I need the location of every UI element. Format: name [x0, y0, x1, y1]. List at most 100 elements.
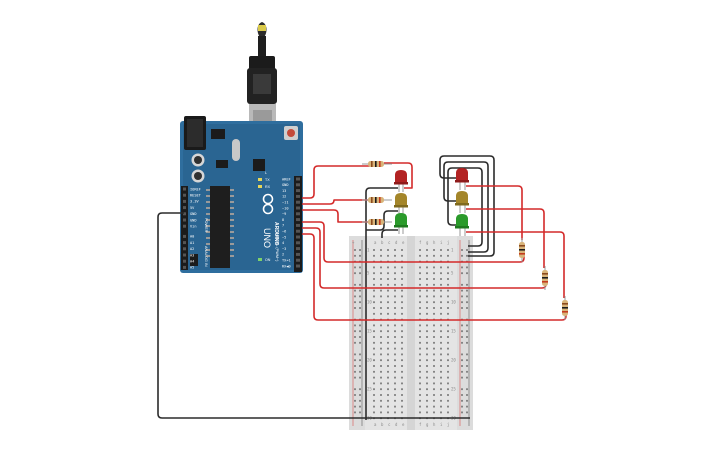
breadboard-hole[interactable]: [419, 359, 421, 362]
rail-hole[interactable]: [359, 283, 361, 286]
breadboard-hole[interactable]: [394, 295, 396, 298]
header-pin[interactable]: [183, 253, 186, 257]
rail-hole[interactable]: [354, 370, 356, 373]
header-pin[interactable]: [296, 252, 300, 256]
breadboard-hole[interactable]: [419, 254, 421, 257]
rail-hole[interactable]: [466, 370, 468, 373]
breadboard-hole[interactable]: [394, 307, 396, 309]
breadboard-hole[interactable]: [373, 312, 375, 315]
breadboard-hole[interactable]: [440, 376, 442, 379]
rail-hole[interactable]: [466, 359, 468, 362]
rail-hole[interactable]: [354, 249, 356, 251]
rail-hole[interactable]: [466, 272, 468, 275]
breadboard-hole[interactable]: [440, 365, 442, 367]
breadboard-hole[interactable]: [419, 382, 421, 385]
breadboard-hole[interactable]: [373, 295, 375, 298]
breadboard-hole[interactable]: [380, 266, 382, 269]
breadboard-hole[interactable]: [447, 272, 449, 275]
breadboard-hole[interactable]: [394, 249, 396, 251]
breadboard-hole[interactable]: [440, 336, 442, 338]
rail-hole[interactable]: [354, 365, 356, 367]
rail-hole[interactable]: [461, 254, 463, 257]
breadboard-hole[interactable]: [433, 249, 435, 251]
breadboard-hole[interactable]: [387, 341, 389, 344]
rail-hole[interactable]: [359, 365, 361, 367]
breadboard-hole[interactable]: [401, 272, 403, 275]
rail-hole[interactable]: [359, 376, 361, 379]
rail-hole[interactable]: [359, 388, 361, 391]
breadboard-hole[interactable]: [433, 405, 435, 408]
breadboard-hole[interactable]: [440, 405, 442, 408]
breadboard-hole[interactable]: [401, 289, 403, 292]
breadboard-hole[interactable]: [440, 394, 442, 396]
breadboard-hole[interactable]: [440, 312, 442, 315]
header-pin[interactable]: [183, 187, 186, 191]
breadboard-hole[interactable]: [426, 376, 428, 379]
breadboard-hole[interactable]: [447, 278, 449, 280]
breadboard-hole[interactable]: [387, 365, 389, 367]
breadboard-hole[interactable]: [440, 278, 442, 280]
breadboard-hole[interactable]: [401, 388, 403, 391]
breadboard-hole[interactable]: [426, 394, 428, 396]
breadboard-hole[interactable]: [401, 341, 403, 344]
rail-hole[interactable]: [461, 336, 463, 338]
rail-hole[interactable]: [461, 394, 463, 396]
breadboard-hole[interactable]: [426, 399, 428, 402]
breadboard-hole[interactable]: [380, 330, 382, 333]
rail-hole[interactable]: [461, 272, 463, 275]
breadboard-hole[interactable]: [394, 399, 396, 402]
header-pin[interactable]: [296, 200, 300, 204]
rail-hole[interactable]: [359, 249, 361, 251]
breadboard-hole[interactable]: [373, 301, 375, 304]
breadboard-hole[interactable]: [419, 283, 421, 286]
breadboard-hole[interactable]: [426, 405, 428, 408]
breadboard-hole[interactable]: [440, 399, 442, 402]
breadboard-hole[interactable]: [433, 254, 435, 257]
rail-hole[interactable]: [461, 289, 463, 292]
breadboard-hole[interactable]: [447, 266, 449, 269]
breadboard-hole[interactable]: [394, 341, 396, 344]
breadboard-hole[interactable]: [387, 312, 389, 315]
rail-hole[interactable]: [461, 249, 463, 251]
breadboard-hole[interactable]: [440, 341, 442, 344]
rail-hole[interactable]: [359, 266, 361, 269]
breadboard-hole[interactable]: [373, 399, 375, 402]
breadboard-hole[interactable]: [380, 394, 382, 396]
rail-hole[interactable]: [354, 394, 356, 396]
breadboard-hole[interactable]: [380, 278, 382, 280]
breadboard-hole[interactable]: [419, 266, 421, 269]
breadboard-hole[interactable]: [426, 341, 428, 344]
breadboard-hole[interactable]: [380, 341, 382, 344]
breadboard-hole[interactable]: [387, 301, 389, 304]
breadboard-hole[interactable]: [419, 312, 421, 315]
breadboard-hole[interactable]: [447, 249, 449, 251]
rail-hole[interactable]: [461, 301, 463, 304]
rail-hole[interactable]: [354, 411, 356, 414]
rail-hole[interactable]: [359, 324, 361, 327]
breadboard-hole[interactable]: [394, 370, 396, 373]
breadboard-hole[interactable]: [401, 254, 403, 257]
breadboard-hole[interactable]: [419, 399, 421, 402]
breadboard-hole[interactable]: [426, 347, 428, 350]
breadboard-hole[interactable]: [447, 254, 449, 257]
breadboard-hole[interactable]: [373, 341, 375, 344]
breadboard-hole[interactable]: [373, 405, 375, 408]
rail-hole[interactable]: [461, 370, 463, 373]
rail-hole[interactable]: [466, 324, 468, 327]
breadboard-hole[interactable]: [419, 336, 421, 338]
breadboard-hole[interactable]: [440, 347, 442, 350]
breadboard-hole[interactable]: [401, 307, 403, 309]
header-pin[interactable]: [296, 241, 300, 245]
breadboard-hole[interactable]: [373, 347, 375, 350]
breadboard-hole[interactable]: [440, 370, 442, 373]
breadboard-hole[interactable]: [401, 353, 403, 356]
breadboard-hole[interactable]: [419, 394, 421, 396]
breadboard-hole[interactable]: [426, 359, 428, 362]
breadboard-hole[interactable]: [440, 266, 442, 269]
rail-hole[interactable]: [466, 376, 468, 379]
rail-hole[interactable]: [461, 359, 463, 362]
breadboard-hole[interactable]: [394, 289, 396, 292]
breadboard-hole[interactable]: [433, 312, 435, 315]
rail-hole[interactable]: [461, 283, 463, 286]
breadboard-hole[interactable]: [380, 254, 382, 257]
